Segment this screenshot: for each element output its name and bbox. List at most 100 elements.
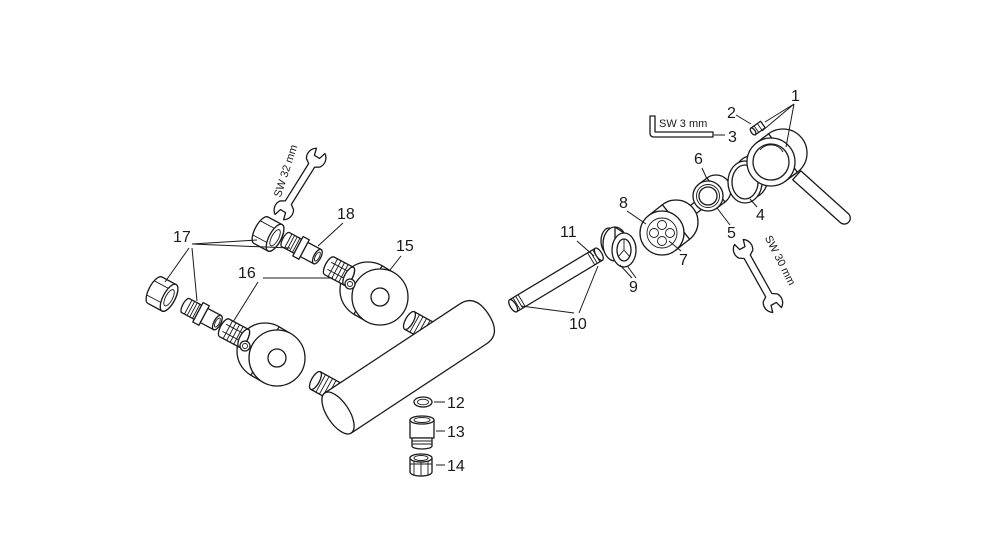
extension-tube-left-end [508, 298, 519, 313]
extension-tube-threads [512, 249, 601, 310]
cartridge-seals [600, 226, 637, 268]
set-screw [749, 120, 766, 136]
lower-connector-end [211, 314, 223, 331]
leader-line-7 [668, 240, 682, 252]
aerator [409, 453, 433, 477]
lower-connector-thread-lines [184, 299, 201, 319]
o-ring-inner [417, 398, 429, 406]
part-label-3: 3 [728, 129, 737, 146]
cartridge-port-1 [657, 220, 667, 230]
upper-rosette-hole [370, 287, 390, 307]
wrench-30mm-outline [732, 238, 784, 314]
handle-lever [792, 170, 851, 225]
threaded-ring [692, 174, 732, 212]
part-label-13: 13 [447, 424, 465, 441]
leader-line-2 [735, 114, 752, 125]
aerator-ribs [410, 460, 432, 476]
cartridge-port-4 [649, 228, 659, 238]
part-label-11: 11 [560, 224, 577, 241]
lower-filter-seal-hole [242, 343, 248, 349]
handle-lever-shape [792, 170, 851, 225]
lower-nut [145, 276, 179, 312]
part-label-12: 12 [447, 395, 465, 412]
upper-nut-flats [252, 220, 275, 243]
part-label-10: 10 [569, 316, 587, 333]
outlet-adapter [409, 415, 435, 450]
upper-filter-seal-hole [347, 281, 353, 287]
part-label-8: 8 [619, 195, 628, 212]
leader-line-11 [576, 240, 595, 257]
leader-line-16 [232, 277, 333, 323]
extension-tube-body [508, 247, 604, 313]
handle-cup-depth [759, 144, 784, 153]
o-ring [413, 396, 433, 408]
outlet-adapter-thread-lines [412, 440, 432, 445]
upper-nut-hole [269, 229, 281, 247]
upper-rosette [339, 261, 409, 326]
handle-cup-opening [752, 143, 790, 181]
part-label-4: 4 [756, 207, 765, 224]
lower-nut-flats [146, 280, 169, 303]
part-label-18: 18 [337, 206, 355, 223]
hex-key-label: SW 3 mm [659, 118, 707, 130]
upper-connector-end [311, 248, 323, 265]
lower-connector-bore [213, 317, 221, 328]
part-label-7: 7 [679, 252, 688, 269]
lower-nut-face [159, 283, 179, 312]
lower-filter-seal [239, 340, 251, 352]
handle [746, 128, 851, 225]
leader-line-1 [761, 103, 795, 148]
part-label-6: 6 [694, 151, 703, 168]
lower-s-connector [180, 297, 223, 331]
lower-stub-end [308, 370, 323, 391]
part-label-1: 1 [791, 88, 800, 105]
upper-connector-thread-lines [284, 233, 301, 253]
cartridge-face-ring [646, 217, 678, 249]
hex-key-icon [649, 115, 714, 138]
part-label-2: 2 [727, 105, 736, 122]
leader-line-10 [520, 265, 599, 314]
upper-nut [251, 216, 285, 252]
part-label-14: 14 [447, 458, 465, 475]
lower-rosette-hole [267, 348, 287, 368]
wrench-30mm-label: SW 30 mm [762, 234, 797, 288]
wrench-30mm-icon [732, 238, 784, 314]
mixer-body-cylinder [324, 299, 496, 434]
outlet-adapter-thread [411, 437, 433, 450]
threaded-ring-inner [696, 184, 720, 208]
set-screw-thread [753, 123, 763, 133]
part-label-5: 5 [727, 225, 736, 242]
threaded-ring-hole [698, 186, 718, 206]
upper-filter-seal [344, 278, 356, 290]
seal-ring-spokes [617, 239, 631, 258]
aerator-bore [413, 455, 429, 461]
mixer-body [321, 299, 496, 435]
upper-stub-end [402, 310, 417, 331]
leader-line-8 [626, 210, 647, 225]
lower-rosette [236, 322, 306, 387]
wrench-32mm-icon [273, 147, 327, 221]
cartridge [639, 195, 710, 256]
cartridge-port-3 [657, 236, 667, 246]
extension-tube-right-end [593, 247, 604, 262]
upper-filter-mesh [327, 258, 351, 283]
leader-line-9 [619, 264, 637, 279]
leader-line-15 [389, 255, 402, 271]
lower-filter-mesh [222, 320, 246, 345]
part-label-16: 16 [238, 265, 256, 282]
mixer-body-end-face [321, 391, 355, 435]
leader-line-6 [701, 167, 708, 180]
cartridge-port-2 [665, 228, 675, 238]
outlet-adapter-bore [413, 417, 431, 423]
upper-nut-face [265, 223, 285, 252]
part-label-9: 9 [629, 279, 638, 296]
upper-connector-bore [313, 251, 321, 262]
lower-filter [217, 318, 251, 348]
extension-tube [508, 247, 604, 313]
leader-line-5 [716, 207, 731, 226]
o-ring-outer [413, 396, 433, 408]
leader-line-18 [317, 222, 344, 247]
lower-nut-hole [163, 289, 175, 307]
